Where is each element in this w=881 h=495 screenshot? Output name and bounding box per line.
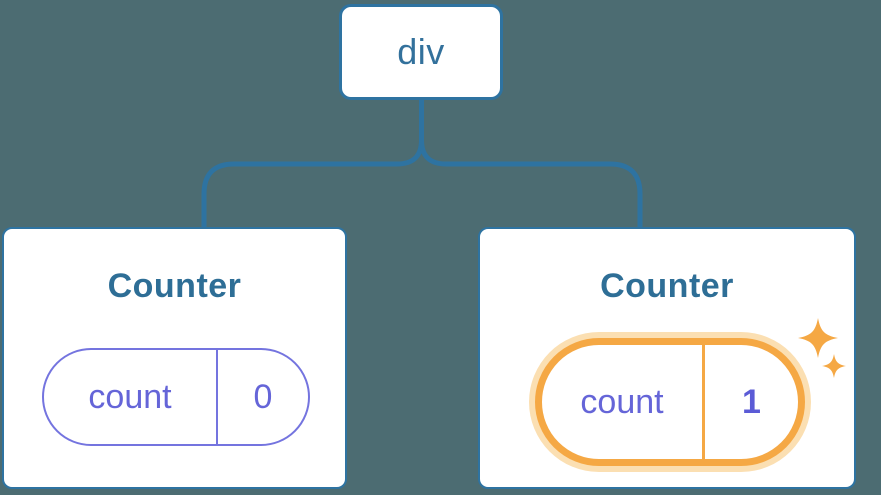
component-title: Counter: [600, 267, 734, 305]
state-value: 0: [253, 377, 273, 416]
state-key-label: count: [580, 382, 664, 421]
sparkle-large-icon: [798, 318, 838, 358]
component-title: Counter: [107, 267, 242, 305]
counter-card-left: Counter count 0: [2, 227, 347, 489]
state-pill: count 0: [42, 348, 310, 446]
state-value: 1: [742, 382, 761, 421]
state-pill-divider: [216, 350, 218, 444]
connector-right-branch: [419, 99, 643, 227]
counter-card-right: Counter count 1: [478, 227, 856, 489]
connector-left-branch: [201, 99, 424, 227]
state-pill-highlighted: count 1: [535, 338, 805, 466]
state-key-label: count: [88, 377, 172, 416]
root-node-label: div: [397, 31, 445, 72]
sparkle-icon: [798, 318, 846, 378]
sparkle-small-icon: [822, 354, 846, 378]
root-node-div: div: [339, 4, 503, 100]
state-pill-divider: [702, 345, 705, 459]
